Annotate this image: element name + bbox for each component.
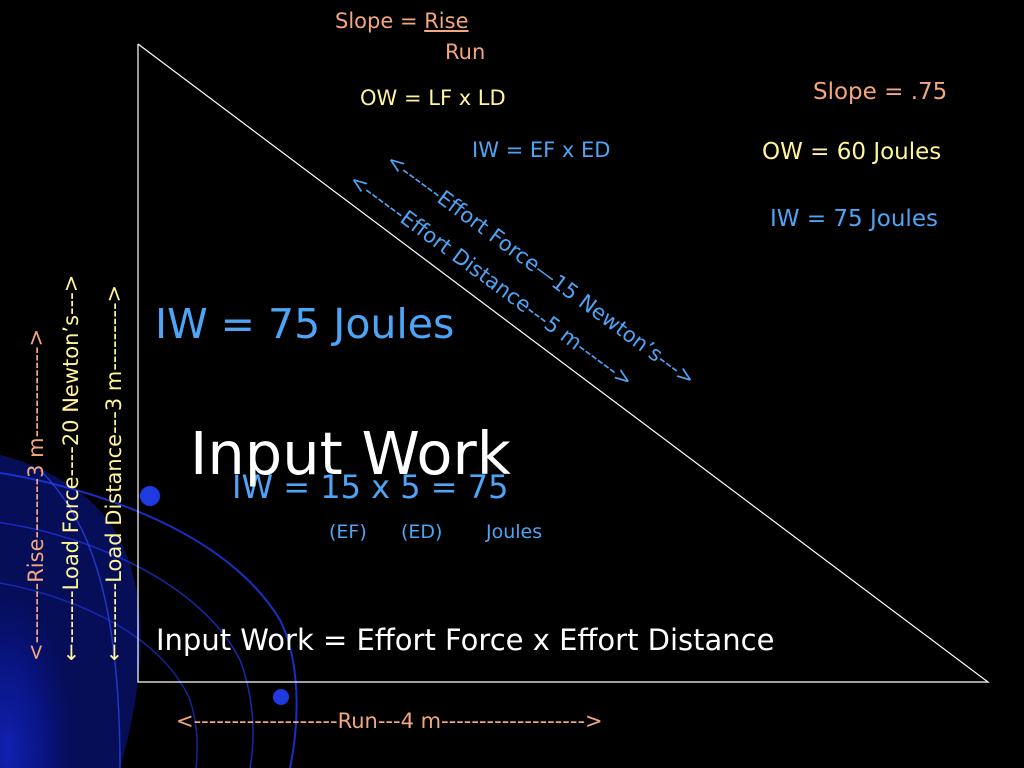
input-work-value-large: IW = 75 Joules — [155, 300, 455, 348]
load-force-arrow: ←-------Load Force----20 Newton’s---> — [59, 274, 83, 661]
input-work-value-small: IW = 75 Joules — [770, 206, 938, 232]
calc-unit-joules: Joules — [486, 521, 543, 543]
slope-value: Slope = .75 — [813, 79, 948, 105]
rise-arrow: <--------Rise--------3 m------------> — [24, 328, 48, 661]
slope-formula: Slope = Rise — [335, 11, 469, 32]
calc-unit-ef: (EF) — [329, 521, 367, 543]
calc-unit-ed: (ED) — [401, 521, 443, 543]
output-work-value: OW = 60 Joules — [762, 139, 942, 165]
load-distance-arrow: ←--------Load Distance---3 m---------> — [102, 284, 126, 661]
swirl-dot-lower — [273, 689, 289, 705]
run-arrow: <-------------------Run---4 m-----------… — [176, 709, 603, 733]
swirl-dot-upper — [140, 486, 160, 506]
slope-formula-prefix: Slope = — [335, 9, 425, 33]
output-work-formula: OW = LF x LD — [360, 86, 506, 110]
slope-formula-rise: Rise — [424, 9, 469, 33]
slope-formula-run: Run — [445, 40, 486, 64]
input-work-formula: IW = EF x ED — [472, 138, 611, 162]
input-work-definition: Input Work = Effort Force x Effort Dista… — [156, 623, 775, 657]
slide-title: Input Work — [190, 419, 511, 488]
input-work-calculation: IW = 15 x 5 = 75 — [232, 468, 509, 506]
